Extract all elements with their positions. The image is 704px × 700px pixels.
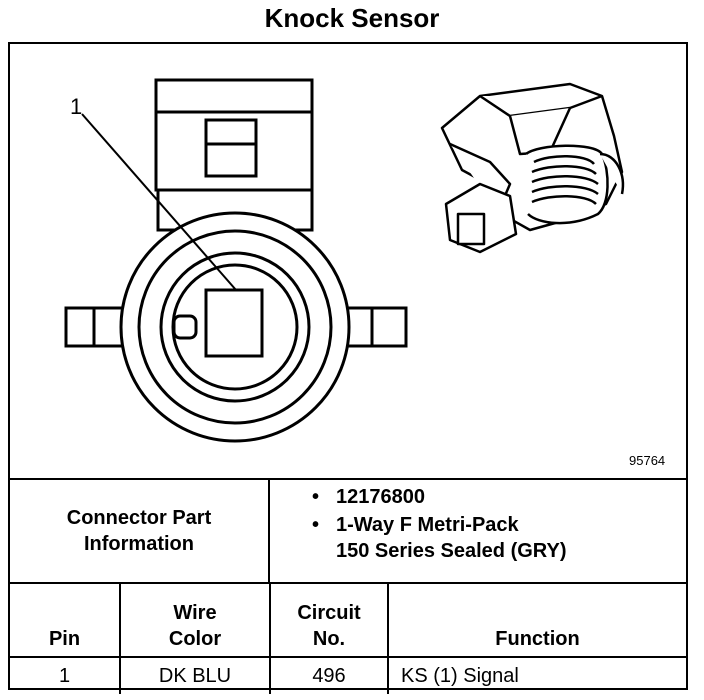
diagram-title: Knock Sensor	[264, 3, 440, 33]
connector-info-list: 12176800 1-Way F Metri-Pack 150 Series S…	[270, 484, 686, 584]
callout-line	[81, 113, 237, 291]
connector-type-line1: 1-Way F Metri-Pack	[336, 514, 519, 536]
figure-number: 95764	[629, 453, 666, 468]
connector-isometric	[440, 82, 625, 254]
header-pin: Pin	[10, 582, 121, 658]
locking-tab	[204, 118, 258, 178]
connector-info-label: Connector Part Information	[10, 480, 270, 582]
header-function: Function	[387, 582, 686, 658]
connector-type-line2: 150 Series Sealed (GRY)	[336, 540, 567, 562]
wire-color-cell: DK BLU	[119, 656, 271, 694]
header-circuit: Circuit No.	[269, 582, 389, 658]
function-cell: KS (1) Signal	[387, 656, 686, 694]
pin-cell: 1	[10, 656, 121, 694]
part-number-item: 12176800	[270, 484, 686, 510]
connector-info-label-line2: Information	[84, 533, 194, 555]
connector-info-label-line1: Connector Part	[66, 507, 212, 529]
pin-table-header: Pin Wire Color Circuit No. Function	[10, 582, 686, 658]
connector-frame: 1 95764 Connector Part Infor	[8, 42, 688, 694]
key-notch	[172, 314, 198, 340]
pin-table: Pin Wire Color Circuit No. Function 1 DK…	[10, 582, 686, 694]
circuit-cell: 496	[269, 656, 389, 694]
connector-drawing: 1	[64, 78, 625, 443]
connector-figure: 1 95764	[10, 44, 686, 478]
header-wire-color: Wire Color	[119, 582, 271, 658]
connector-part-info: Connector Part Information 12176800 1-Wa…	[10, 478, 686, 582]
callout-label: 1	[70, 94, 82, 119]
connector-type-item: 1-Way F Metri-Pack 150 Series Sealed (GR…	[270, 512, 686, 564]
table-row: 1 DK BLU 496 KS (1) Signal	[10, 656, 686, 694]
pin-cavity	[204, 288, 264, 358]
